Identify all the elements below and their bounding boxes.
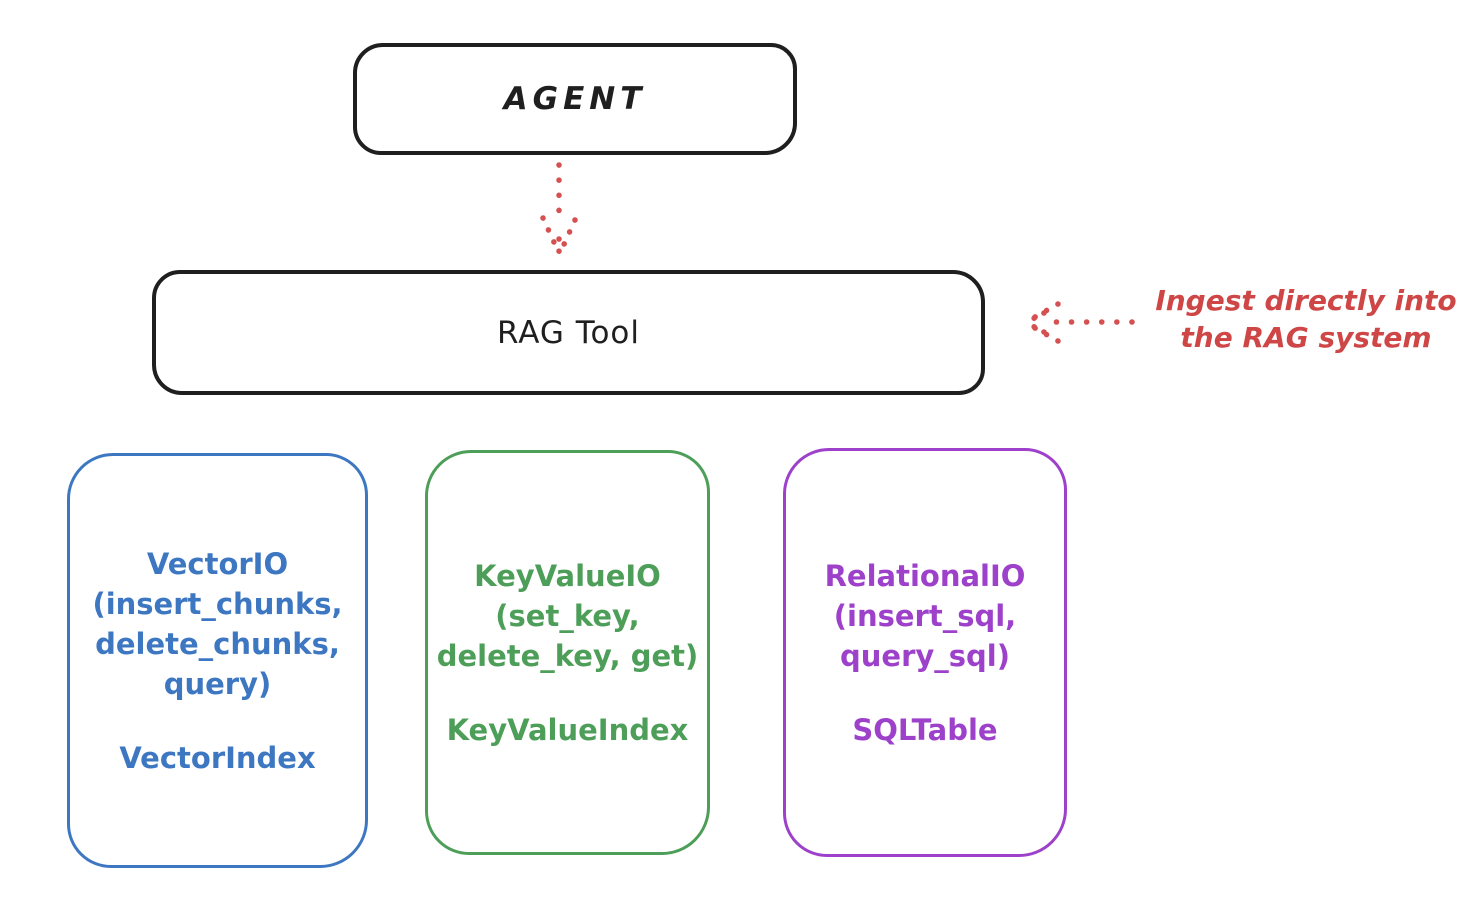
backend-line: (set_key, — [495, 598, 640, 633]
rag-tool-label: RAG Tool — [496, 314, 641, 351]
backend-line: RelationalIO — [824, 558, 1026, 593]
backend-line: query) — [163, 666, 272, 701]
backend-index-label: SQLTable — [852, 712, 998, 747]
agent-box: AGENT — [353, 43, 797, 155]
backend-line: VectorIO — [146, 546, 289, 581]
backend-index-label: VectorIndex — [119, 740, 316, 775]
dotted-arrow-down-icon — [540, 162, 578, 255]
ingest-annotation-line2: the RAG system — [1180, 321, 1432, 354]
backend-line: query_sql) — [840, 638, 1010, 673]
ingest-annotation: Ingest directly into the RAG system — [1135, 282, 1477, 356]
backend-line: (insert_chunks, — [92, 586, 343, 621]
backend-card-keyvalue: KeyValueIO (set_key, delete_key, get) Ke… — [425, 450, 710, 855]
ingest-annotation-line1: Ingest directly into — [1155, 284, 1457, 317]
backend-line: delete_key, get) — [436, 638, 699, 673]
backend-line: delete_chunks, — [95, 626, 340, 661]
agent-label: AGENT — [503, 81, 647, 117]
backend-line: (insert_sql, — [833, 598, 1017, 633]
rag-tool-box: RAG Tool — [152, 270, 985, 395]
dotted-arrow-left-icon — [1023, 301, 1135, 344]
backend-line: KeyValueIO — [474, 558, 661, 593]
backend-card-vector: VectorIO (insert_chunks, delete_chunks, … — [67, 453, 368, 868]
backend-card-relational: RelationalIO (insert_sql, query_sql) SQL… — [783, 448, 1067, 857]
backend-index-label: KeyValueIndex — [446, 712, 689, 747]
